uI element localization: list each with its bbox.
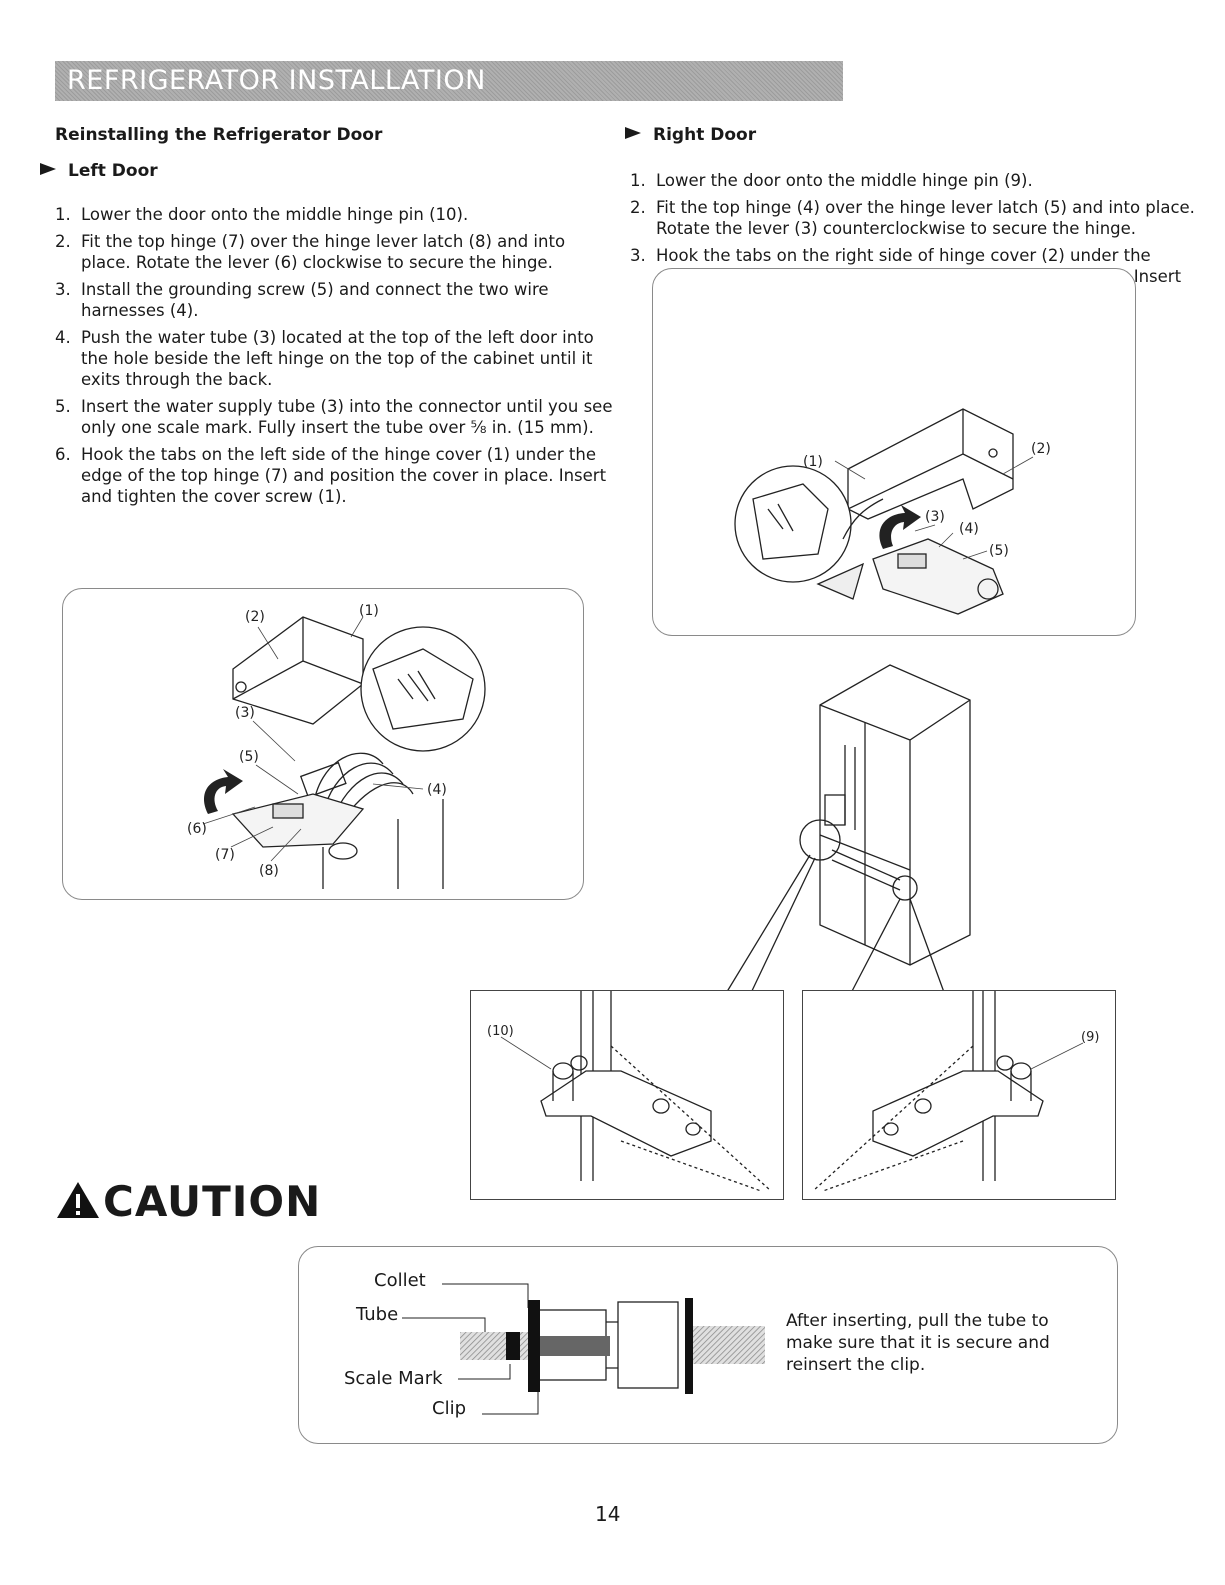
caution-label: CAUTION: [103, 1177, 322, 1226]
hinge-label: (10): [487, 1024, 514, 1039]
fig-label: (2): [1031, 441, 1051, 457]
right-door-figure: (1) (2) (3) (4) (5): [652, 268, 1136, 636]
fig-label: (4): [427, 782, 447, 798]
fig-label: (4): [959, 521, 979, 537]
collet-label: Collet: [374, 1270, 426, 1291]
scale-mark-label: Scale Mark: [344, 1368, 443, 1389]
caution-note: After inserting, pull the tube to make s…: [786, 1311, 1050, 1375]
arrow-bullet-icon: [625, 127, 641, 139]
list-item: 6.Hook the tabs on the left side of the …: [55, 445, 607, 506]
fig-label: (7): [215, 847, 235, 863]
left-door-steps: 1.Lower the door onto the middle hinge p…: [55, 204, 615, 513]
clip-label: Clip: [432, 1398, 466, 1419]
left-door-label: Left Door: [68, 161, 158, 181]
list-item: 2.Fit the top hinge (4) over the hinge l…: [630, 198, 1195, 238]
left-door-figure: (2) (1) (3) (5) (4) (6) (7) (8): [62, 588, 584, 900]
list-item: 5.Insert the water supply tube (3) into …: [55, 397, 613, 437]
fig-label: (2): [245, 609, 265, 625]
tube-label: Tube: [356, 1304, 399, 1325]
hinge-label: (9): [1081, 1030, 1099, 1045]
list-item: 1.Lower the door onto the middle hinge p…: [630, 171, 1033, 190]
left-hinge-detail: (10): [470, 990, 784, 1200]
right-hinge-illustration: (1) (2) (3) (4) (5): [734, 408, 1051, 615]
fig-label: (3): [235, 705, 255, 721]
fig-label: (1): [359, 603, 379, 619]
list-item: 1.Lower the door onto the middle hinge p…: [55, 205, 469, 224]
section-title: Reinstalling the Refrigerator Door: [55, 125, 383, 145]
right-door-heading: Right Door: [625, 125, 756, 145]
section-banner: REFRIGERATOR INSTALLATION: [55, 61, 843, 101]
right-hinge-detail: (9): [802, 990, 1116, 1200]
list-item: 4.Push the water tube (3) located at the…: [55, 328, 594, 389]
fig-label: (8): [259, 863, 279, 879]
page-number: 14: [595, 1502, 621, 1526]
caution-heading: CAUTION: [55, 1177, 321, 1226]
right-hinge-pin-illustration: (9): [812, 991, 1099, 1192]
fig-label: (3): [925, 509, 945, 525]
left-hinge-pin-illustration: (10): [487, 991, 772, 1192]
left-door-heading: Left Door: [40, 161, 158, 181]
fig-label: (6): [187, 821, 207, 837]
tube-connector-illustration: [402, 1283, 765, 1415]
fig-label: (1): [803, 454, 823, 470]
rotate-arrow-icon: [879, 505, 921, 549]
fig-label: (5): [239, 749, 259, 765]
fig-label: (5): [989, 543, 1009, 559]
right-door-label: Right Door: [653, 125, 757, 145]
arrow-bullet-icon: [40, 163, 56, 175]
rotate-arrow-icon: [204, 769, 243, 814]
refrigerator-overview: [724, 664, 971, 996]
section-banner-title: REFRIGERATOR INSTALLATION: [67, 65, 486, 96]
left-hinge-illustration: (2) (1) (3) (5) (4) (6) (7) (8): [187, 603, 486, 889]
warning-triangle-icon: [57, 1182, 99, 1218]
list-item: 2.Fit the top hinge (7) over the hinge l…: [55, 232, 566, 272]
list-item: 3.Install the grounding screw (5) and co…: [55, 280, 549, 320]
